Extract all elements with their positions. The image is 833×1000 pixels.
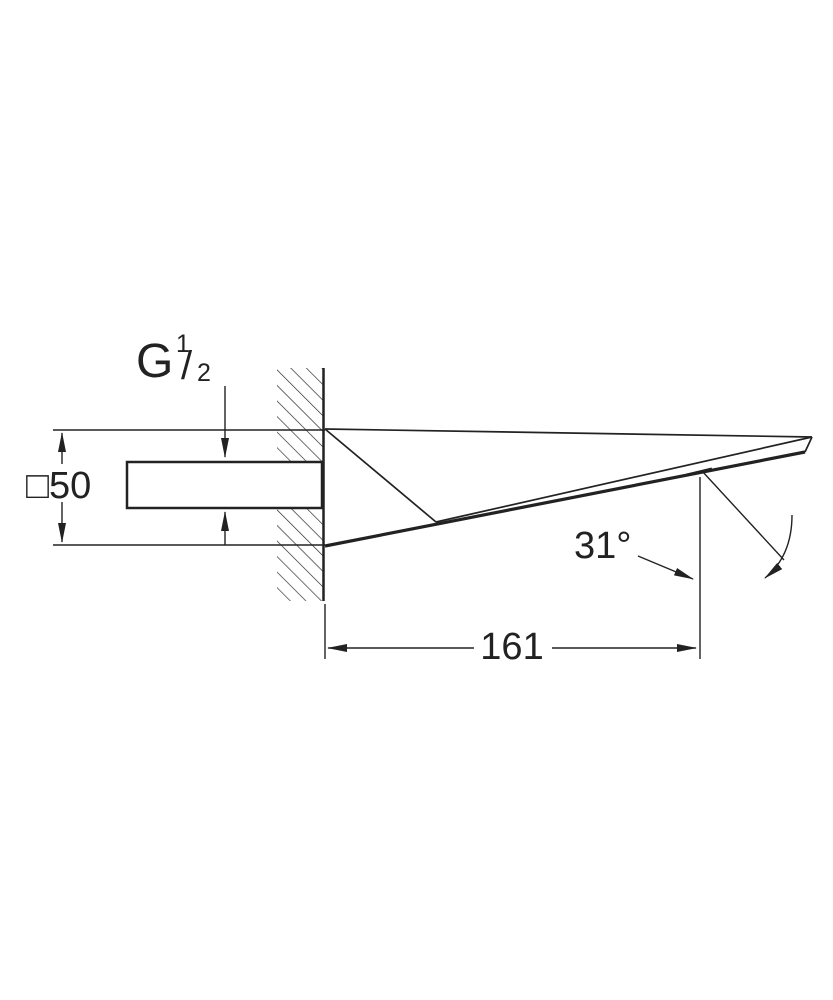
thread-label-numerator: 1 (176, 330, 190, 358)
square-dim-label-mask (22, 464, 100, 502)
spout-end-edge (804, 436, 813, 453)
stream-direction-line (701, 470, 785, 561)
angle-leader-arrow (637, 555, 694, 580)
spout-crease-line-2 (435, 436, 813, 523)
square-dim-label: □50 (26, 465, 91, 507)
thread-connector (125, 460, 324, 510)
aerator-mark (686, 467, 713, 477)
thread-label-denominator: 2 (197, 359, 211, 387)
spout-crease-line (324, 428, 437, 523)
spout-top-edge (324, 428, 813, 438)
spout-bottom-edge (324, 450, 806, 548)
length-label-mask (474, 628, 552, 664)
length-label: 161 (480, 626, 543, 668)
thread-label-slash: / (181, 344, 193, 388)
stream-arc-arrow (764, 514, 793, 579)
angle-label: 31° (574, 525, 631, 567)
thread-label-g: G (136, 335, 173, 388)
